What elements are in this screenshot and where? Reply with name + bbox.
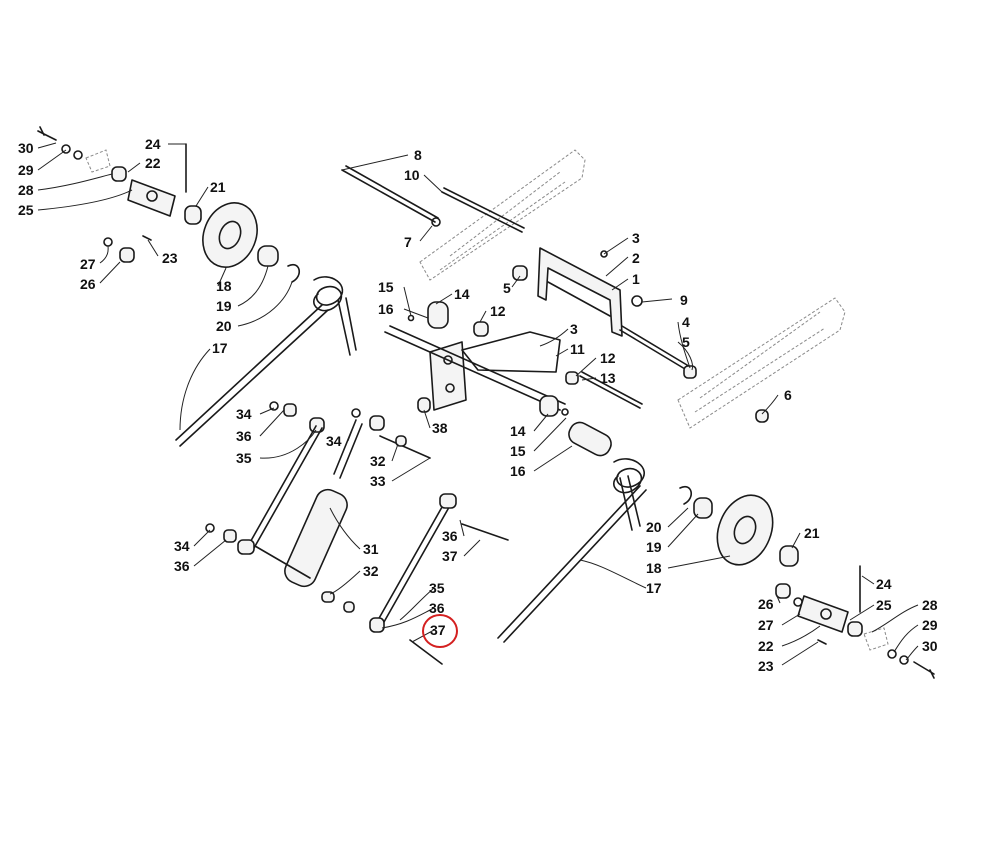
callout-28-lower: 28 bbox=[922, 597, 938, 613]
callout-21-lower: 21 bbox=[804, 525, 820, 541]
callout-1: 1 bbox=[632, 271, 640, 287]
callout-36-left: 36 bbox=[236, 428, 252, 444]
callout-22-lower: 22 bbox=[758, 638, 774, 654]
lower-right-hardware bbox=[775, 565, 935, 679]
callout-8: 8 bbox=[414, 147, 422, 163]
callout-3-upper: 3 bbox=[632, 230, 640, 246]
callout-11: 11 bbox=[570, 341, 585, 357]
callout-19-lower: 19 bbox=[646, 539, 662, 555]
callout-29-upper: 29 bbox=[18, 162, 34, 178]
callout-10: 10 bbox=[404, 167, 420, 183]
callout-30-upper: 30 bbox=[18, 140, 34, 156]
callout-23-upper: 23 bbox=[162, 250, 178, 266]
callout-34-middle: 34 bbox=[326, 433, 342, 449]
lower-right-torsion-spring bbox=[497, 458, 692, 643]
callout-9: 9 bbox=[680, 292, 688, 308]
upper-left-torsion-spring bbox=[175, 276, 357, 447]
callout-27-upper: 27 bbox=[80, 256, 96, 272]
lower-right-idler-wheel bbox=[693, 494, 799, 567]
callout-24-upper: 24 bbox=[145, 136, 161, 152]
callout-28-upper: 28 bbox=[18, 182, 34, 198]
front-arm-assembly bbox=[384, 301, 643, 457]
shock-and-links bbox=[205, 401, 509, 665]
callout-32-upper: 32 bbox=[370, 453, 386, 469]
callout-13: 13 bbox=[600, 370, 616, 386]
callout-27-lower: 27 bbox=[758, 617, 774, 633]
callout-4: 4 bbox=[682, 314, 690, 330]
rear-axles bbox=[341, 165, 525, 233]
upper-left-hardware bbox=[37, 126, 202, 263]
slide-rail-ghost-upper bbox=[419, 149, 586, 281]
callout-2: 2 bbox=[632, 250, 640, 266]
callout-17-lower: 17 bbox=[646, 580, 662, 596]
callout-36-right: 36 bbox=[442, 528, 458, 544]
callout-20-upper: 20 bbox=[216, 318, 232, 334]
highlight-circle bbox=[422, 614, 458, 648]
callout-36-bottom: 36 bbox=[429, 600, 445, 616]
callout-5-right: 5 bbox=[682, 334, 690, 350]
leader-lines bbox=[37, 142, 919, 666]
callout-31: 31 bbox=[363, 541, 379, 557]
callout-38: 38 bbox=[432, 420, 448, 436]
callout-26-lower: 26 bbox=[758, 596, 774, 612]
callout-21-upper: 21 bbox=[210, 179, 226, 195]
callout-12-lower: 12 bbox=[600, 350, 616, 366]
callout-18-upper: 18 bbox=[216, 278, 232, 294]
callout-25-lower: 25 bbox=[876, 597, 892, 613]
callout-25-upper: 25 bbox=[18, 202, 34, 218]
callout-35-left: 35 bbox=[236, 450, 252, 466]
callout-32-lower: 32 bbox=[363, 563, 379, 579]
slide-rail-ghost-lower bbox=[677, 297, 846, 429]
callout-6: 6 bbox=[784, 387, 792, 403]
callout-5-upper: 5 bbox=[503, 280, 511, 296]
callout-12-upper: 12 bbox=[490, 303, 506, 319]
callout-23-lower: 23 bbox=[758, 658, 774, 674]
callout-24-lower: 24 bbox=[876, 576, 892, 592]
callout-37-upper: 37 bbox=[442, 548, 458, 564]
callout-20-lower: 20 bbox=[646, 519, 662, 535]
callout-22-upper: 22 bbox=[145, 155, 161, 171]
callout-26-upper: 26 bbox=[80, 276, 96, 292]
callout-17-upper: 17 bbox=[212, 340, 228, 356]
callout-35-right: 35 bbox=[429, 580, 445, 596]
upper-left-idler-wheel bbox=[202, 202, 300, 283]
callout-29-lower: 29 bbox=[922, 617, 938, 633]
callout-14-upper: 14 bbox=[454, 286, 470, 302]
callout-30-lower: 30 bbox=[922, 638, 938, 654]
callout-34-left: 34 bbox=[236, 406, 252, 422]
callout-7: 7 bbox=[404, 234, 412, 250]
callout-34-lower: 34 bbox=[174, 538, 190, 554]
callout-33: 33 bbox=[370, 473, 386, 489]
callout-36-lower-left: 36 bbox=[174, 558, 190, 574]
callout-19-upper: 19 bbox=[216, 298, 232, 314]
callout-14-lower: 14 bbox=[510, 423, 526, 439]
callout-16-lower: 16 bbox=[510, 463, 526, 479]
callout-15-upper: 15 bbox=[378, 279, 394, 295]
callout-15-lower: 15 bbox=[510, 443, 526, 459]
callout-3-middle: 3 bbox=[570, 321, 578, 337]
rear-arm-bracket bbox=[512, 247, 769, 423]
callout-16-upper: 16 bbox=[378, 301, 394, 317]
callout-18-lower: 18 bbox=[646, 560, 662, 576]
